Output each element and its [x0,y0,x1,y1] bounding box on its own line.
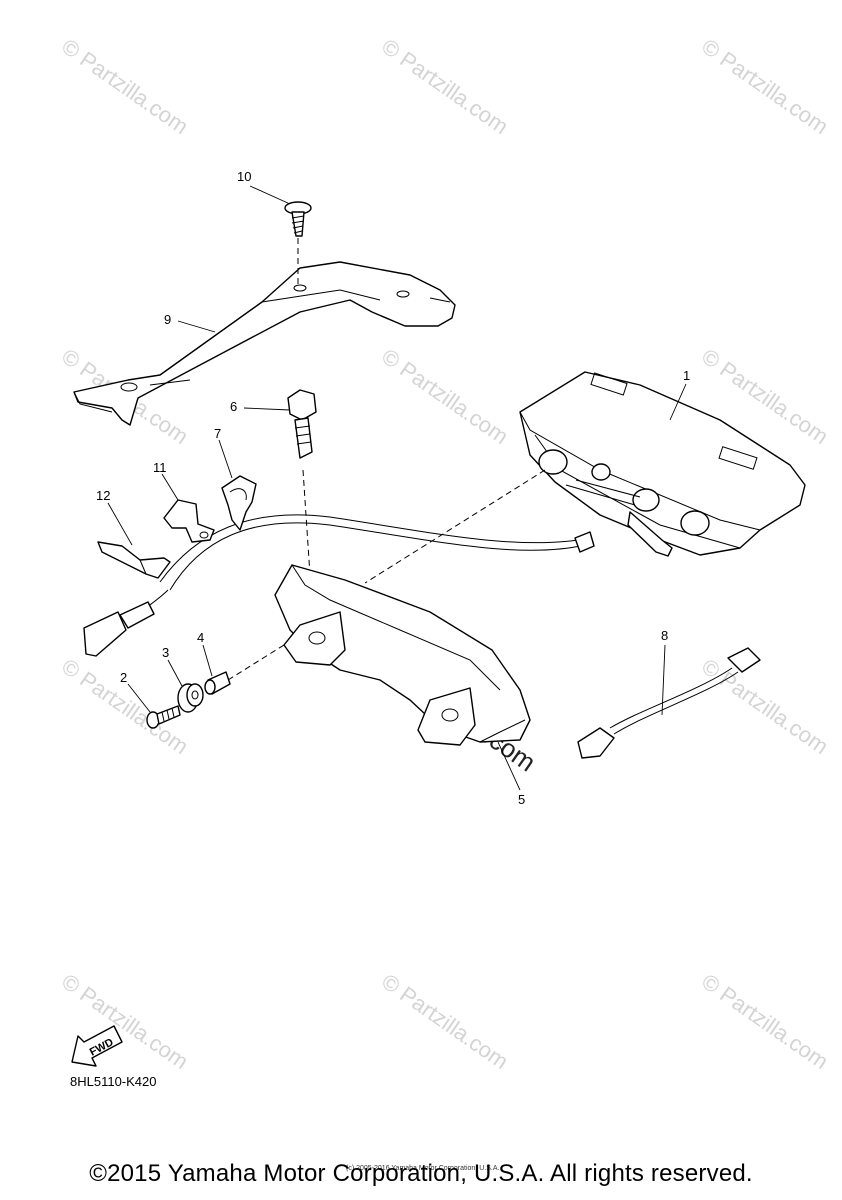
callout-5: 5 [518,792,525,807]
part-1-taillight [519,371,806,557]
callout-2: 2 [120,670,127,685]
part-12-bracket [97,541,171,579]
callout-1: 1 [683,368,690,383]
wire-harness [83,514,595,657]
callout-12: 12 [96,488,110,503]
small-copyright: (c) 2005-2016 Yamaha Motor Corporation, … [346,1165,500,1172]
callout-4: 4 [197,630,204,645]
callout-9: 9 [164,312,171,327]
part-10-screw [284,201,312,284]
part-5-housing [274,564,531,746]
watermark: © Partzilla.com [377,344,513,450]
part-11-clamp [163,499,215,543]
part-8-lead-wire [577,647,761,759]
callout-7: 7 [214,426,221,441]
part-2-screw [146,705,181,729]
part-7-clip [221,475,257,531]
callout-3: 3 [162,645,169,660]
watermark: © Partzilla.com [377,34,513,140]
watermark: © Partzilla.com [697,34,833,140]
part-3-grommet [177,683,204,713]
part-6-bolt [287,389,317,459]
watermark: © Partzilla.com [697,969,833,1075]
callout-8: 8 [661,628,668,643]
diagram-code: 8HL5110-K420 [70,1074,157,1089]
callout-11: 11 [153,460,167,475]
fwd-arrow-icon: FWD [71,1025,123,1067]
watermark: © Partzilla.com [697,654,833,760]
watermark: © Partzilla.com [377,969,513,1075]
watermark: © Partzilla.com [57,34,193,140]
callout-10: 10 [237,169,251,184]
callout-6: 6 [230,399,237,414]
watermark-group: © Partzilla.com © Partzilla.com © Partzi… [57,34,833,1075]
part-4-collar [204,671,231,695]
copyright-notice: ©2015 Yamaha Motor Corporation, U.S.A. A… [89,1160,753,1187]
part-9-bracket [73,261,456,426]
